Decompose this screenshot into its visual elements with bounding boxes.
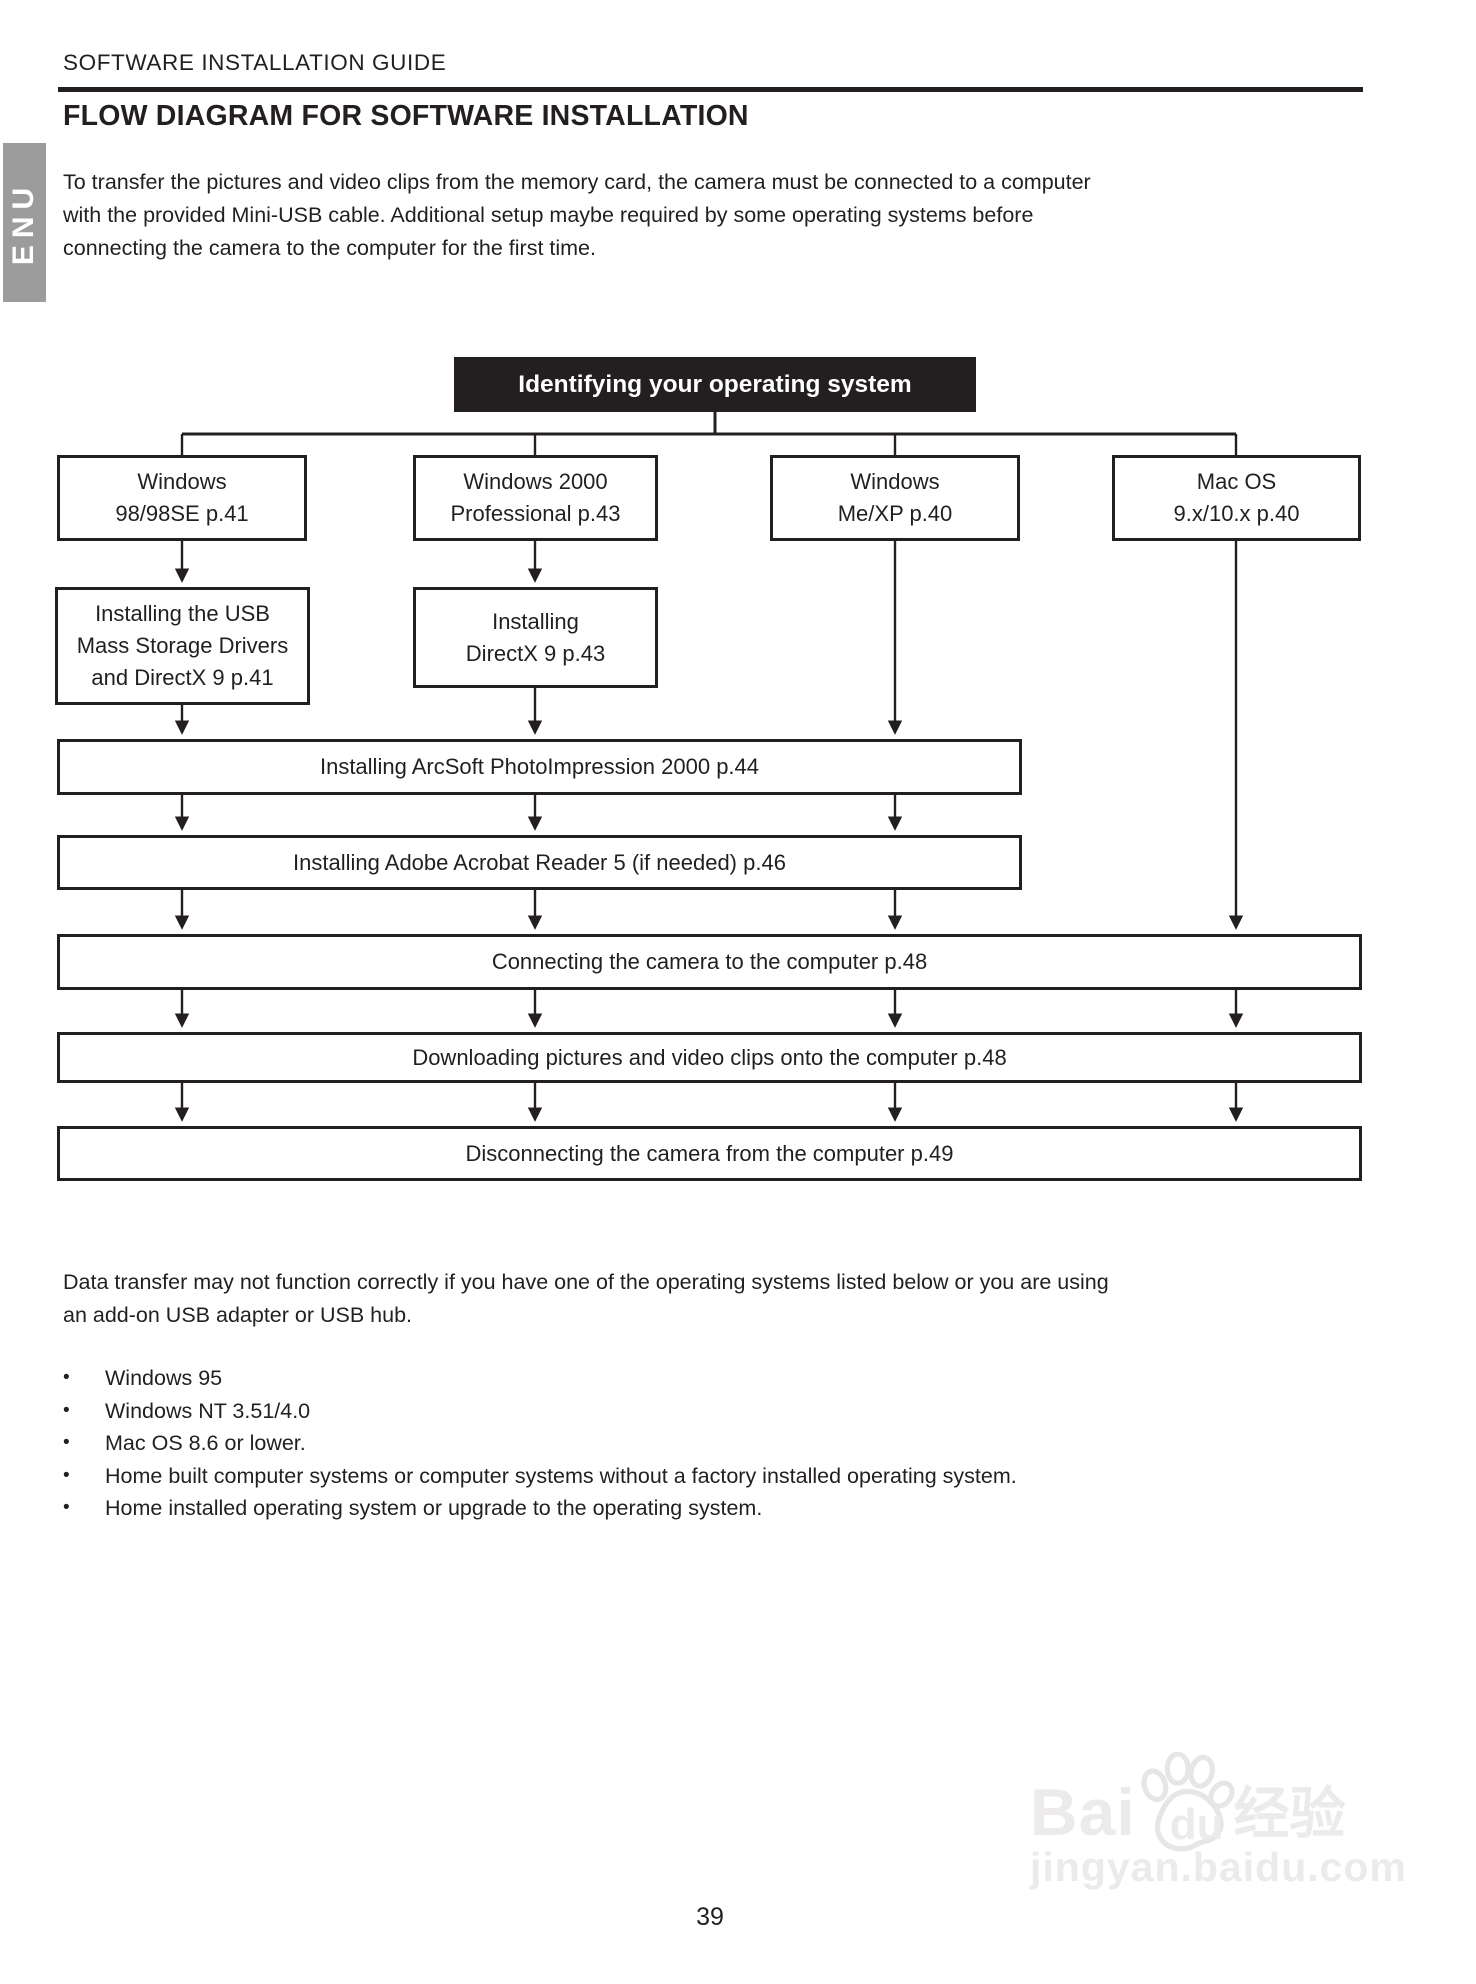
intro-line: connecting the camera to the computer fo… — [63, 236, 596, 260]
intro-line: To transfer the pictures and video clips… — [63, 170, 1091, 194]
flow-box-label: Connecting the camera to the computer p.… — [491, 949, 928, 974]
list-item-text: Mac OS 8.6 or lower. — [105, 1431, 306, 1455]
flow-box-label: Installing — [492, 608, 579, 634]
flow-box-label: 98/98SE p.41 — [115, 501, 249, 526]
notes-paragraph: Data transfer may not function correctly… — [63, 1266, 1463, 1332]
flow-box-label: Me/XP p.40 — [837, 501, 953, 526]
intro-paragraph: To transfer the pictures and video clips… — [63, 166, 1423, 265]
bullet-icon: • — [63, 1464, 70, 1486]
baidu-logo-text: Bai — [1030, 1775, 1136, 1849]
flow-box-label: Disconnecting the camera from the comput… — [465, 1140, 954, 1166]
flow-box-label: Installing the USB — [95, 601, 270, 626]
os-bullet-list: • Windows 95 • Windows NT 3.51/4.0 • Mac… — [63, 1362, 1423, 1525]
flow-box-identify-os: Identifying your operating system — [454, 357, 976, 412]
flow-box-label: Installing ArcSoft PhotoImpression 2000 … — [319, 754, 760, 779]
list-item-text: Home installed operating system or upgra… — [105, 1496, 763, 1520]
baidu-logo-text: du — [1169, 1800, 1224, 1849]
flow-box-label: Identifying your operating system — [518, 370, 912, 398]
flow-box-arcsoft: Installing ArcSoft PhotoImpression 2000 … — [57, 739, 1022, 795]
flow-box-directx9: Installing DirectX 9 p.43 — [413, 587, 658, 688]
flow-box-downloading: Downloading pictures and video clips ont… — [57, 1032, 1362, 1083]
flow-connectors — [174, 412, 1244, 1122]
bullet-icon: • — [63, 1399, 70, 1421]
list-item: • Windows NT 3.51/4.0 — [63, 1395, 1423, 1428]
flow-box-connecting: Connecting the camera to the computer p.… — [57, 934, 1362, 990]
flow-box-label: Installing Adobe Acrobat Reader 5 (if ne… — [293, 849, 786, 875]
notes-line: Data transfer may not function correctly… — [63, 1270, 1109, 1294]
list-item: • Home installed operating system or upg… — [63, 1492, 1423, 1525]
flow-box-label: Windows — [137, 469, 227, 494]
list-item: • Home built computer systems or compute… — [63, 1460, 1423, 1493]
list-item-text: Windows NT 3.51/4.0 — [105, 1398, 311, 1423]
list-item: • Mac OS 8.6 or lower. — [63, 1427, 1423, 1460]
notes-line: an add-on USB adapter or USB hub. — [63, 1303, 412, 1327]
flow-box-windows-98: Windows 98/98SE p.41 — [57, 455, 307, 541]
language-tab: ENU — [3, 143, 46, 302]
watermark-url: jingyan.baidu.com — [1030, 1844, 1407, 1890]
baidu-watermark: Bai du 经验 jingyan.baidu.com — [1030, 1752, 1420, 1891]
flow-box-label: 9.x/10.x p.40 — [1173, 501, 1300, 526]
flow-box-mac-os: Mac OS 9.x/10.x p.40 — [1112, 455, 1361, 541]
flow-box-windows-me-xp: Windows Me/XP p.40 — [770, 455, 1020, 541]
flow-box-label: Downloading pictures and video clips ont… — [412, 1044, 1007, 1070]
flow-box-disconnecting: Disconnecting the camera from the comput… — [57, 1126, 1362, 1181]
list-item-text: Windows 95 — [105, 1366, 223, 1390]
flow-box-label: Professional p.43 — [450, 501, 621, 526]
flow-box-label: Mass Storage Drivers — [76, 633, 289, 658]
flow-box-label: Mac OS — [1196, 469, 1277, 494]
bullet-icon: • — [63, 1367, 70, 1388]
baidu-paw-icon — [1141, 1752, 1235, 1852]
header-rule — [58, 87, 1363, 92]
flow-box-label: Windows — [850, 469, 940, 494]
language-tab-label: ENU — [7, 180, 41, 265]
flow-box-label: DirectX 9 p.43 — [465, 640, 606, 666]
flow-box-label: and DirectX 9 p.41 — [91, 665, 274, 690]
document-header: SOFTWARE INSTALLATION GUIDE — [63, 50, 447, 75]
list-item-text: Home built computer systems or computer … — [105, 1463, 1017, 1488]
flow-box-windows-2000: Windows 2000 Professional p.43 — [413, 455, 658, 541]
bullet-icon: • — [63, 1432, 70, 1453]
intro-line: with the provided Mini-USB cable. Additi… — [63, 203, 1034, 227]
list-item: • Windows 95 — [63, 1362, 1423, 1395]
flow-diagram: Identifying your operating system Window… — [0, 340, 1476, 1220]
baidu-jingyan-cjk: 经验 — [1233, 1782, 1346, 1845]
page-title: FLOW DIAGRAM FOR SOFTWARE INSTALLATION — [63, 100, 749, 132]
page-number: 39 — [696, 1903, 724, 1931]
flow-box-label: Windows 2000 — [463, 469, 608, 494]
flow-box-usb-mass-storage: Installing the USB Mass Storage Drivers … — [55, 587, 310, 705]
bullet-icon: • — [63, 1497, 70, 1518]
baidu-logo: Bai du 经验 — [1030, 1752, 1420, 1852]
flow-box-acrobat: Installing Adobe Acrobat Reader 5 (if ne… — [57, 835, 1022, 890]
